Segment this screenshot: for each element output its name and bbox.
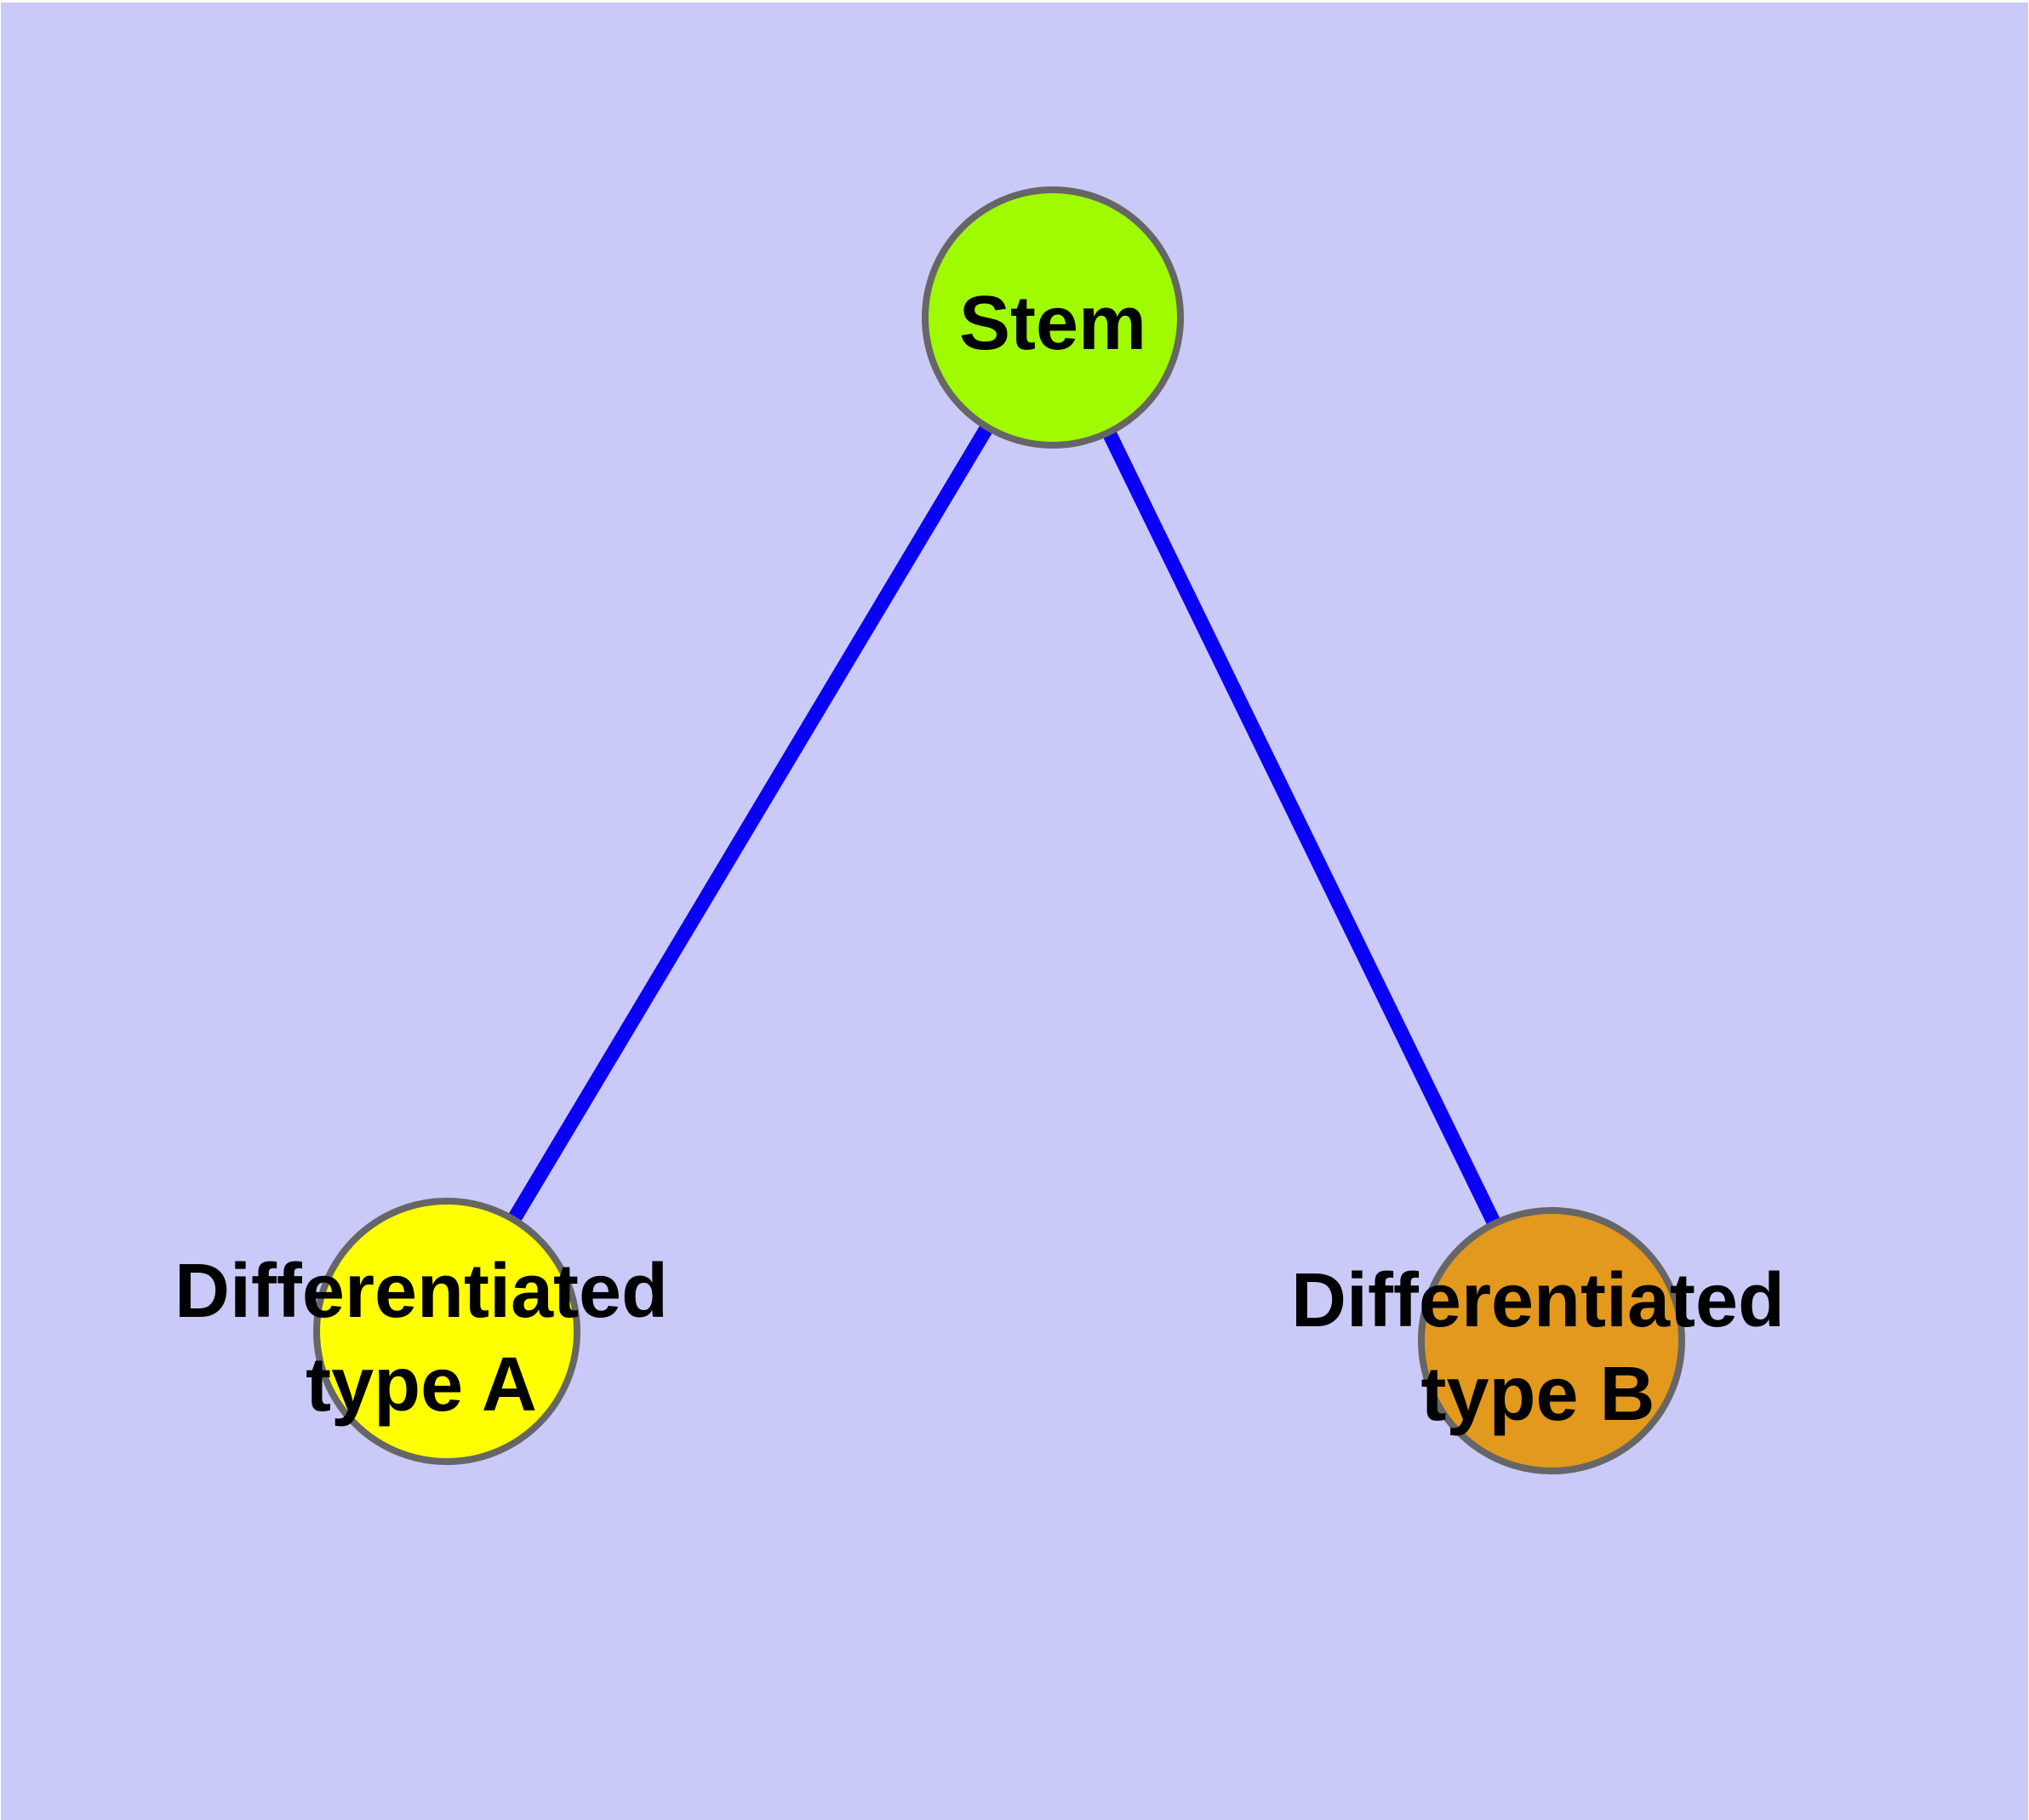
node-differentiated-type-b bbox=[1418, 1207, 1685, 1474]
edge-stem-to-type-b bbox=[1046, 314, 1558, 1344]
node-stem bbox=[922, 186, 1184, 449]
edge-stem-to-type-a bbox=[440, 313, 1060, 1336]
node-differentiated-type-a bbox=[313, 1198, 580, 1465]
node-label-type-a-line1: Differentiated bbox=[174, 1249, 668, 1334]
node-label-stem: Stem bbox=[959, 281, 1146, 366]
node-label-type-b-line2: type B bbox=[1420, 1352, 1655, 1437]
node-label-type-b-line1: Differentiated bbox=[1291, 1258, 1785, 1343]
node-label-type-a-line2: type A bbox=[306, 1342, 537, 1428]
